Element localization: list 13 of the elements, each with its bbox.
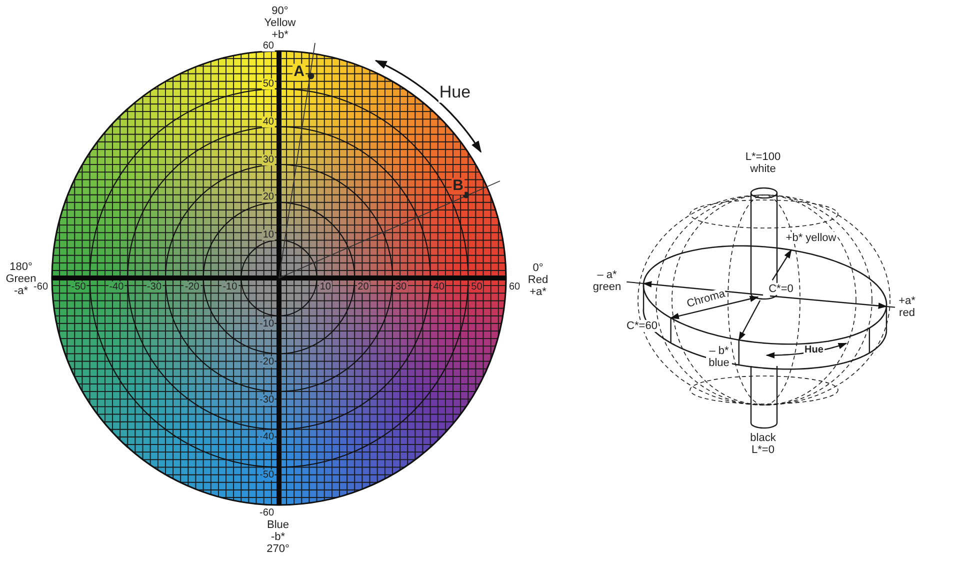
- axis-label: – a* green: [590, 268, 624, 294]
- axis-direction-label: 90° Yellow +b*: [263, 4, 297, 42]
- axis-tick-label: -60: [258, 508, 275, 518]
- axis-direction-label: Blue -b* 270°: [266, 518, 290, 556]
- axis-tick-label: -60: [32, 282, 49, 292]
- chroma-value-label: C*=0: [768, 282, 794, 296]
- axis-label: – b* blue: [706, 344, 732, 370]
- hue-label: Hue: [804, 344, 824, 356]
- axis-tick-label: 60: [508, 282, 522, 292]
- chroma-value-label: C*=60: [626, 320, 658, 332]
- axis-label: +b* yellow: [784, 232, 838, 244]
- axis-direction-label: 0° Red +a*: [526, 262, 550, 298]
- axis-tick-label: 60: [262, 40, 275, 52]
